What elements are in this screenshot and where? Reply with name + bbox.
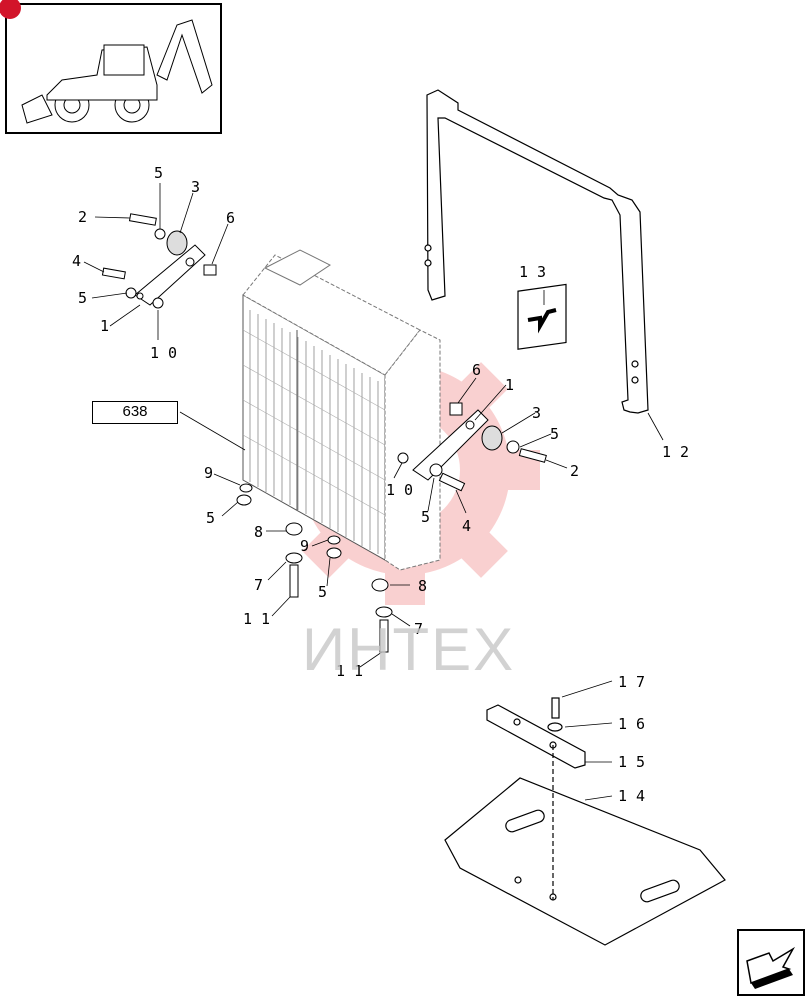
callout-11: 1 1 xyxy=(243,610,270,628)
callout-15: 1 5 xyxy=(618,753,645,771)
callout-5: 5 xyxy=(206,509,215,527)
callout-4: 4 xyxy=(72,252,81,270)
callout-16: 1 6 xyxy=(618,715,645,733)
callout-10: 1 0 xyxy=(386,481,413,499)
callout-9: 9 xyxy=(204,464,213,482)
callout-17: 1 7 xyxy=(618,673,645,691)
callout-3: 3 xyxy=(532,404,541,422)
reference-box[interactable]: 638 xyxy=(92,401,178,424)
decal-label xyxy=(517,283,567,350)
callout-14: 1 4 xyxy=(618,787,645,805)
callout-6: 6 xyxy=(226,209,235,227)
callout-labels: 5 3 2 6 4 5 1 1 0 1 3 1 2 6 1 3 5 2 1 0 … xyxy=(72,164,689,805)
callout-4: 4 xyxy=(462,517,471,535)
callout-12: 1 2 xyxy=(662,443,689,461)
callout-8: 8 xyxy=(418,577,427,595)
leader-lines xyxy=(83,183,664,801)
callout-1: 1 xyxy=(505,376,514,394)
callout-1: 1 xyxy=(100,317,109,335)
callout-10: 1 0 xyxy=(150,344,177,362)
callout-5: 5 xyxy=(78,289,87,307)
next-page-button[interactable] xyxy=(737,929,805,996)
arrow-icon xyxy=(746,946,796,989)
callout-11: 1 1 xyxy=(336,662,363,680)
callout-2: 2 xyxy=(78,208,87,226)
callout-7: 7 xyxy=(254,576,263,594)
callout-13: 1 3 xyxy=(519,263,546,281)
callout-7: 7 xyxy=(414,620,423,638)
heater-core xyxy=(242,249,441,571)
callout-5: 5 xyxy=(421,508,430,526)
callout-8: 8 xyxy=(254,523,263,541)
callout-5: 5 xyxy=(154,164,163,182)
callout-5: 5 xyxy=(318,583,327,601)
watermark-text: ИНТЕХ xyxy=(302,616,516,683)
callout-6: 6 xyxy=(472,361,481,379)
corner-badge xyxy=(0,0,21,19)
mounting-frame xyxy=(424,89,649,414)
lower-fasteners xyxy=(236,483,393,653)
machine-thumbnail xyxy=(0,0,222,134)
backhoe-loader-icon xyxy=(21,19,213,124)
callout-2: 2 xyxy=(570,462,579,480)
callout-9: 9 xyxy=(300,537,309,555)
callout-5: 5 xyxy=(550,425,559,443)
callout-3: 3 xyxy=(191,178,200,196)
mounting-plate-assembly xyxy=(444,697,726,946)
bracket-right-assembly xyxy=(397,402,547,492)
